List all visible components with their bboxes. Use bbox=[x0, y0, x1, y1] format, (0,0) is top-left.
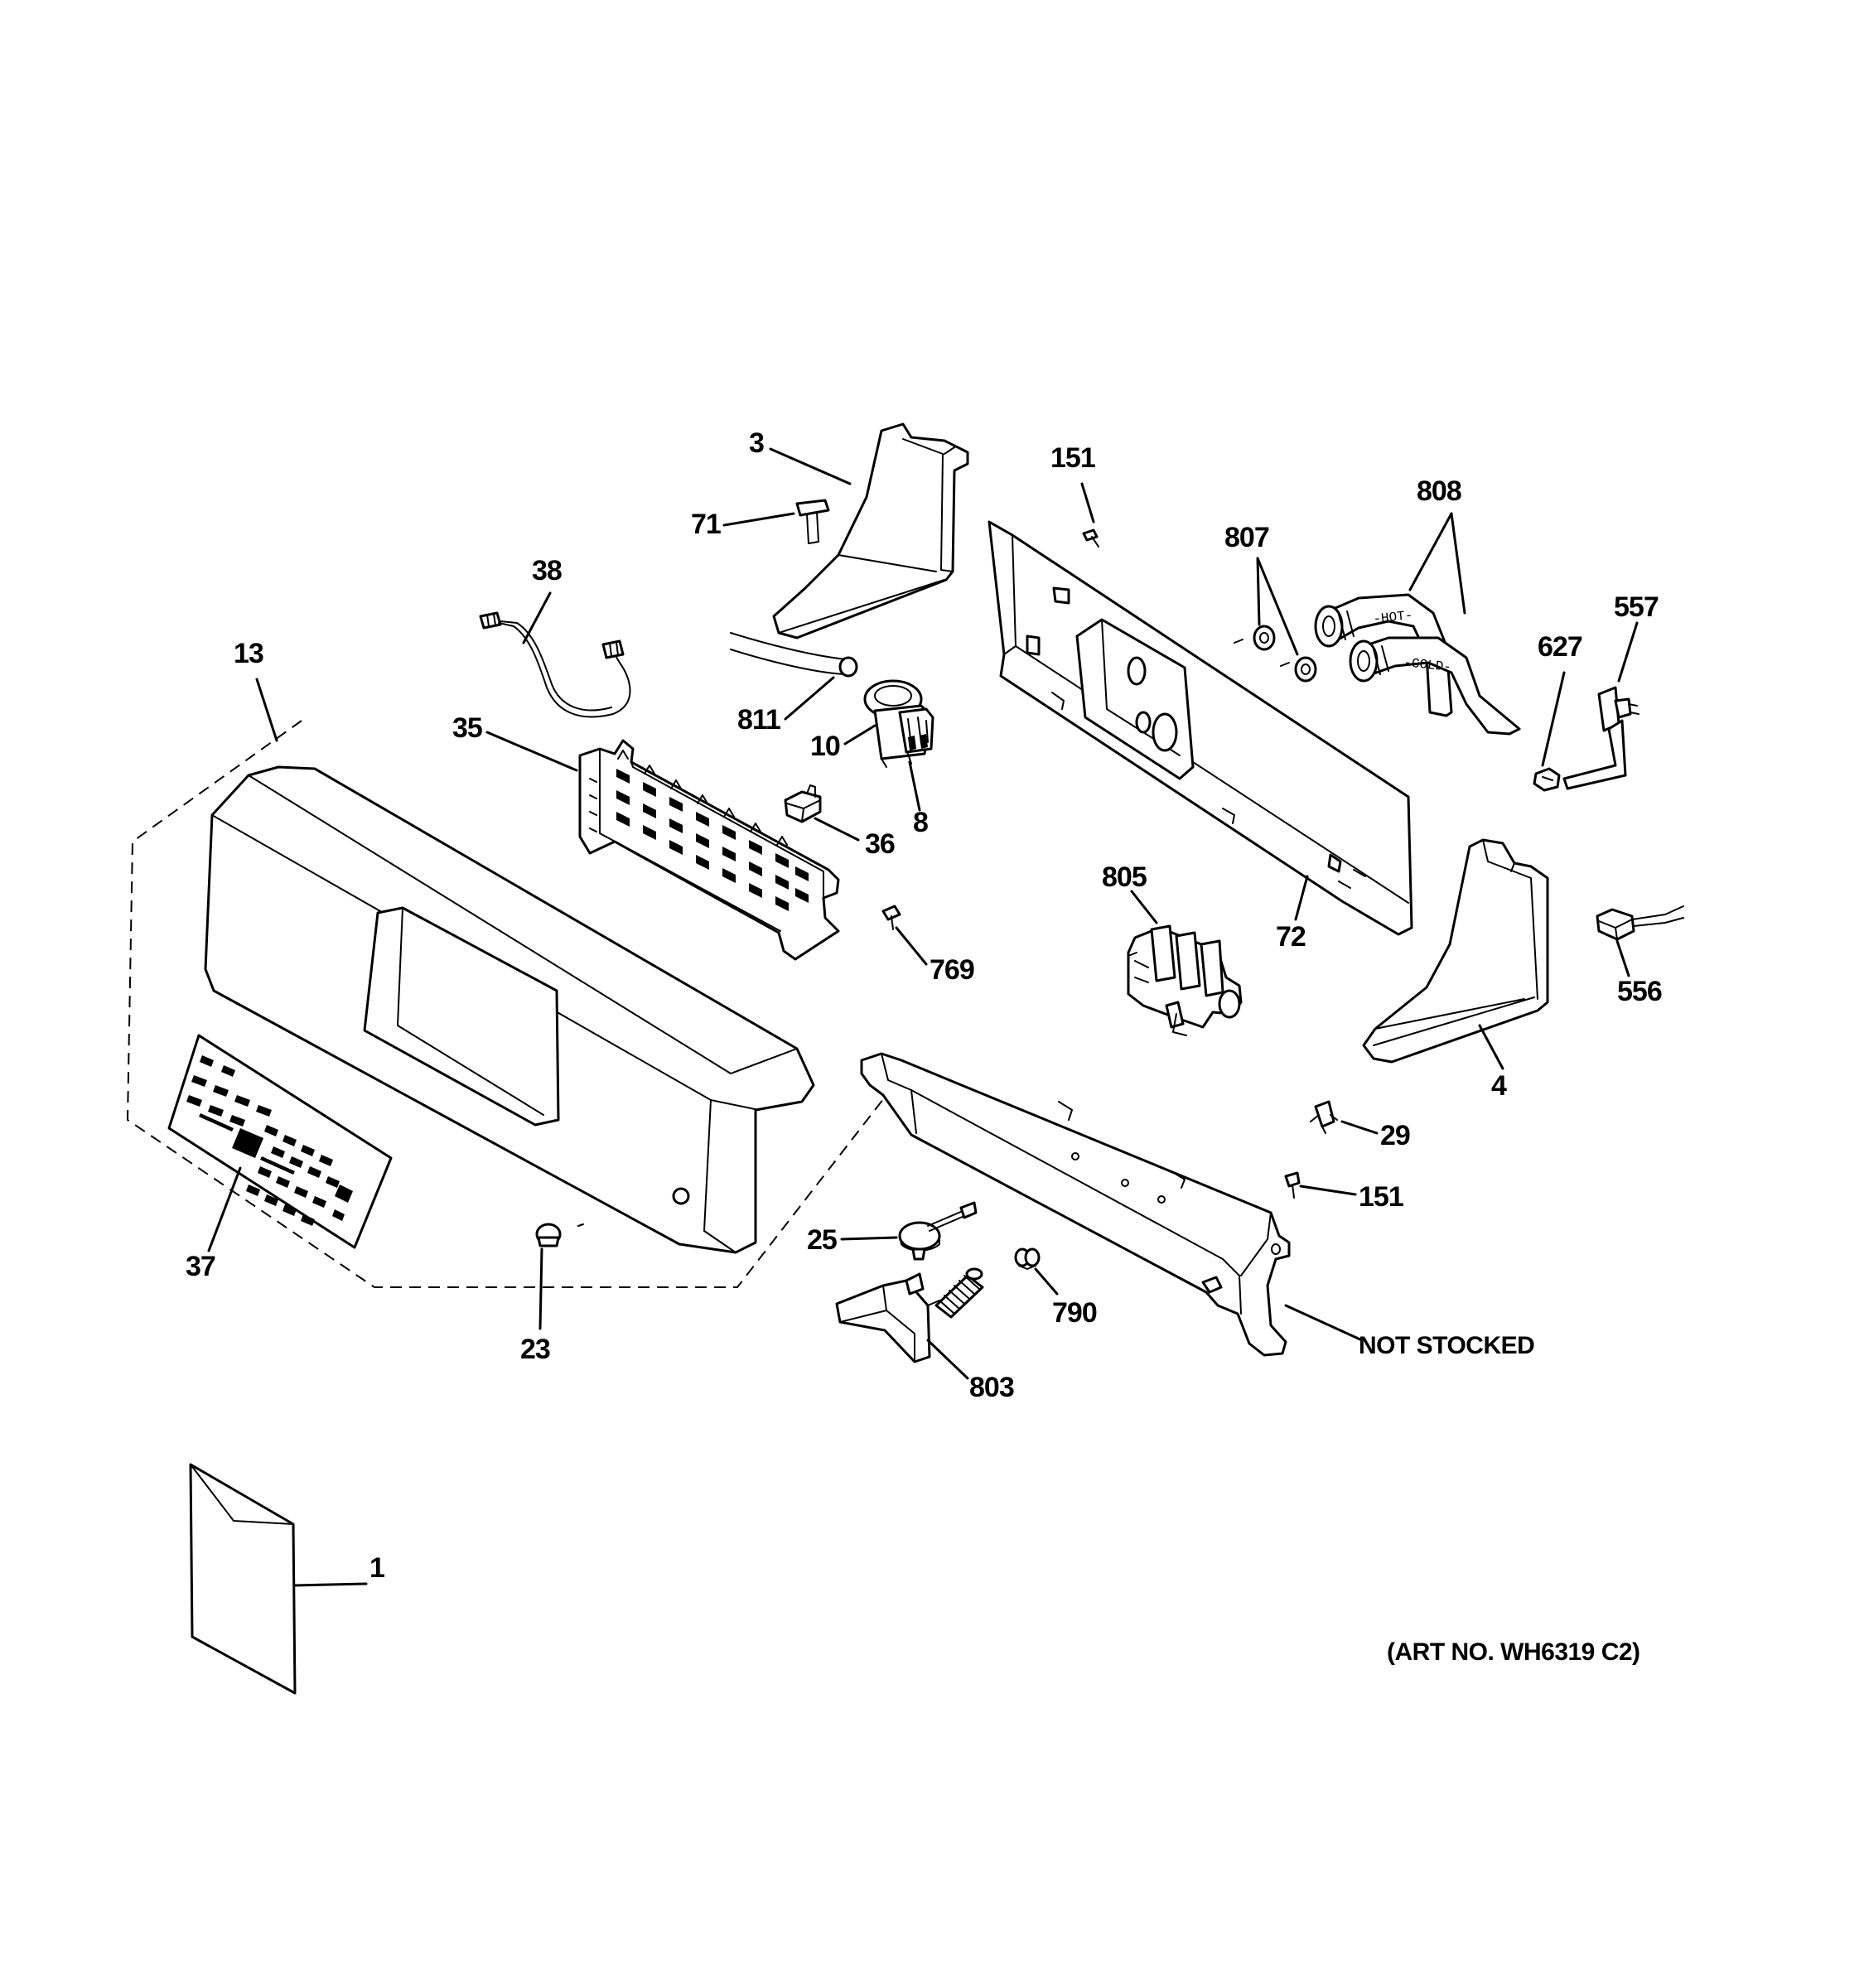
callout-557: 557 bbox=[1614, 591, 1659, 623]
part-23-plug bbox=[535, 1223, 584, 1247]
part-29-clip bbox=[1310, 1100, 1338, 1134]
control-frame-slots bbox=[616, 750, 809, 911]
callout-808: 808 bbox=[1417, 475, 1461, 507]
part-769-screw bbox=[881, 905, 901, 930]
callout-72: 72 bbox=[1276, 921, 1306, 953]
part-36-block bbox=[784, 784, 822, 823]
callout-36: 36 bbox=[865, 828, 895, 860]
callout-not-stocked: NOT STOCKED bbox=[1359, 1332, 1534, 1359]
callout-803: 803 bbox=[969, 1372, 1014, 1403]
callout-37: 37 bbox=[186, 1251, 215, 1282]
part-556-connector bbox=[1596, 905, 1684, 941]
part-71-screw bbox=[795, 499, 830, 544]
part-807-washers bbox=[1234, 625, 1317, 683]
callout-627: 627 bbox=[1538, 631, 1582, 663]
callout-23: 23 bbox=[520, 1334, 550, 1365]
callout-labels: 3 71 151 808 807 38 557 627 13 811 35 10… bbox=[186, 427, 1663, 1666]
part-38-wire-harness bbox=[479, 611, 631, 718]
part-1-literature-envelope bbox=[189, 1463, 297, 1695]
callout-10: 10 bbox=[810, 731, 840, 762]
callout-151-bottom: 151 bbox=[1359, 1181, 1403, 1213]
callout-38: 38 bbox=[532, 555, 562, 586]
part-627-clip bbox=[1533, 767, 1561, 792]
part-4-right-bracket bbox=[1362, 838, 1549, 1064]
callout-556: 556 bbox=[1617, 976, 1662, 1007]
art-number: (ART NO. WH6319 C2) bbox=[1387, 1638, 1640, 1666]
spring-coils bbox=[934, 1267, 984, 1319]
callout-3: 3 bbox=[749, 427, 764, 459]
part-790-clamp bbox=[1014, 1247, 1041, 1270]
callout-4: 4 bbox=[1491, 1070, 1507, 1102]
callout-29: 29 bbox=[1380, 1120, 1410, 1151]
part-13-control-panel-assembly bbox=[126, 720, 887, 1288]
part-72-backsplash-panel bbox=[988, 520, 1413, 936]
part-808-fill-hoses: -HOT- -COLD- bbox=[1314, 593, 1521, 736]
part-3-left-bracket bbox=[772, 422, 969, 639]
part-803-spring-bracket bbox=[835, 1267, 984, 1363]
part-151-screw-top bbox=[1082, 528, 1099, 548]
callout-811: 811 bbox=[737, 704, 780, 736]
part-557-terminal bbox=[1562, 686, 1639, 790]
part-25-sensor bbox=[898, 1201, 978, 1261]
callout-71: 71 bbox=[691, 509, 721, 540]
part-811-tube bbox=[730, 632, 858, 678]
callout-25: 25 bbox=[807, 1224, 837, 1256]
callout-151-top: 151 bbox=[1050, 442, 1095, 474]
callout-790: 790 bbox=[1052, 1297, 1097, 1329]
part-35-control-frame bbox=[578, 739, 840, 961]
callout-8: 8 bbox=[913, 807, 928, 838]
callout-13: 13 bbox=[234, 638, 263, 669]
part-151-screw-bottom bbox=[1284, 1171, 1301, 1199]
callout-807: 807 bbox=[1224, 522, 1269, 553]
hose-cold-label: -COLD- bbox=[1403, 655, 1451, 675]
hose-hot-label: -HOT- bbox=[1373, 608, 1414, 627]
callout-805: 805 bbox=[1102, 861, 1147, 893]
part-10-pressure-switch bbox=[863, 679, 934, 768]
part-805-water-valve bbox=[1127, 924, 1243, 1036]
callout-1: 1 bbox=[369, 1552, 384, 1584]
not-stocked-support-channel bbox=[860, 1052, 1291, 1357]
callout-769: 769 bbox=[930, 954, 974, 986]
leader-lines bbox=[207, 447, 1639, 1587]
part-37-keypad bbox=[167, 1034, 393, 1249]
callout-35: 35 bbox=[452, 712, 482, 744]
